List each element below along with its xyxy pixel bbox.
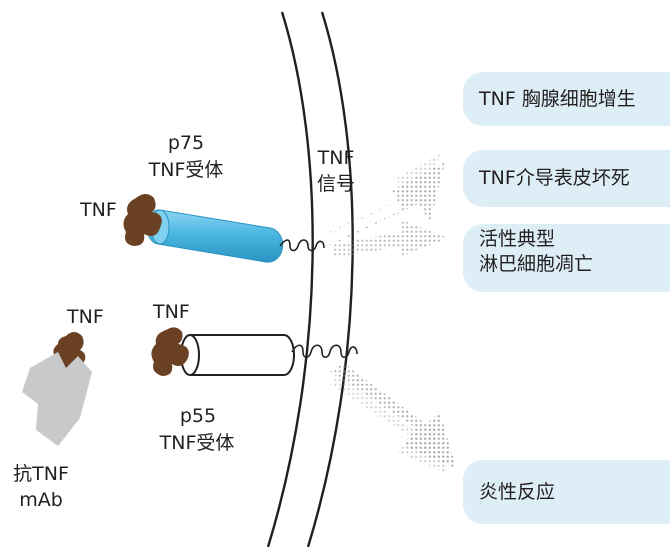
membrane-outer-line [266, 11, 314, 547]
tnf-ligand-p55 [151, 327, 189, 376]
p75-intracellular-coil [279, 239, 325, 252]
outcome-thymocyte-proliferation: TNF 胸腺细胞增生 [463, 72, 670, 126]
membrane-inner-line [306, 11, 354, 547]
signal-arrow-lower [330, 362, 456, 474]
signal-arrow-upper [322, 154, 445, 248]
outcome-text: 炎性反应 [479, 480, 556, 503]
p55-intracellular-coil [291, 344, 358, 359]
mab-label: mAb [19, 489, 63, 511]
p75-label: p75 [167, 132, 205, 154]
p75-tnf-receptor-label: TNF受体 [148, 159, 224, 181]
anti-tnf-mab-shape [22, 352, 92, 446]
p55-tnf-receptor-label: TNF受体 [159, 432, 235, 454]
tnf-antibody-bound-label: TNF [67, 306, 104, 328]
outcome-text: TNF 胸腺细胞增生 [479, 87, 636, 110]
tnf-signal-label: TNF [317, 147, 355, 169]
p55-label: p55 [179, 405, 217, 427]
outcome-text: 活性典型 淋巴細胞凋亡 [479, 228, 594, 275]
anti-tnf-label: 抗TNF [13, 463, 69, 485]
tnf-ligand-p55-label: TNF [153, 301, 190, 323]
outcome-tnf-mediated-epidermal-necrosis: TNF介导表皮坏死 [463, 150, 670, 207]
signal-arrow-middle [334, 220, 448, 258]
outcome-lymphocyte-apoptosis: 活性典型 淋巴細胞凋亡 [463, 224, 670, 292]
signal-label: 信号 [316, 173, 355, 195]
p75-receptor [146, 209, 284, 263]
p55-receptor [180, 334, 295, 376]
outcome-inflammatory-response: 炎性反应 [463, 460, 670, 524]
tnf-ligand-p75 [123, 194, 162, 246]
outcome-text: TNF介导表皮坏死 [479, 167, 630, 189]
tnf-ligand-p75-label: TNF [80, 199, 117, 221]
